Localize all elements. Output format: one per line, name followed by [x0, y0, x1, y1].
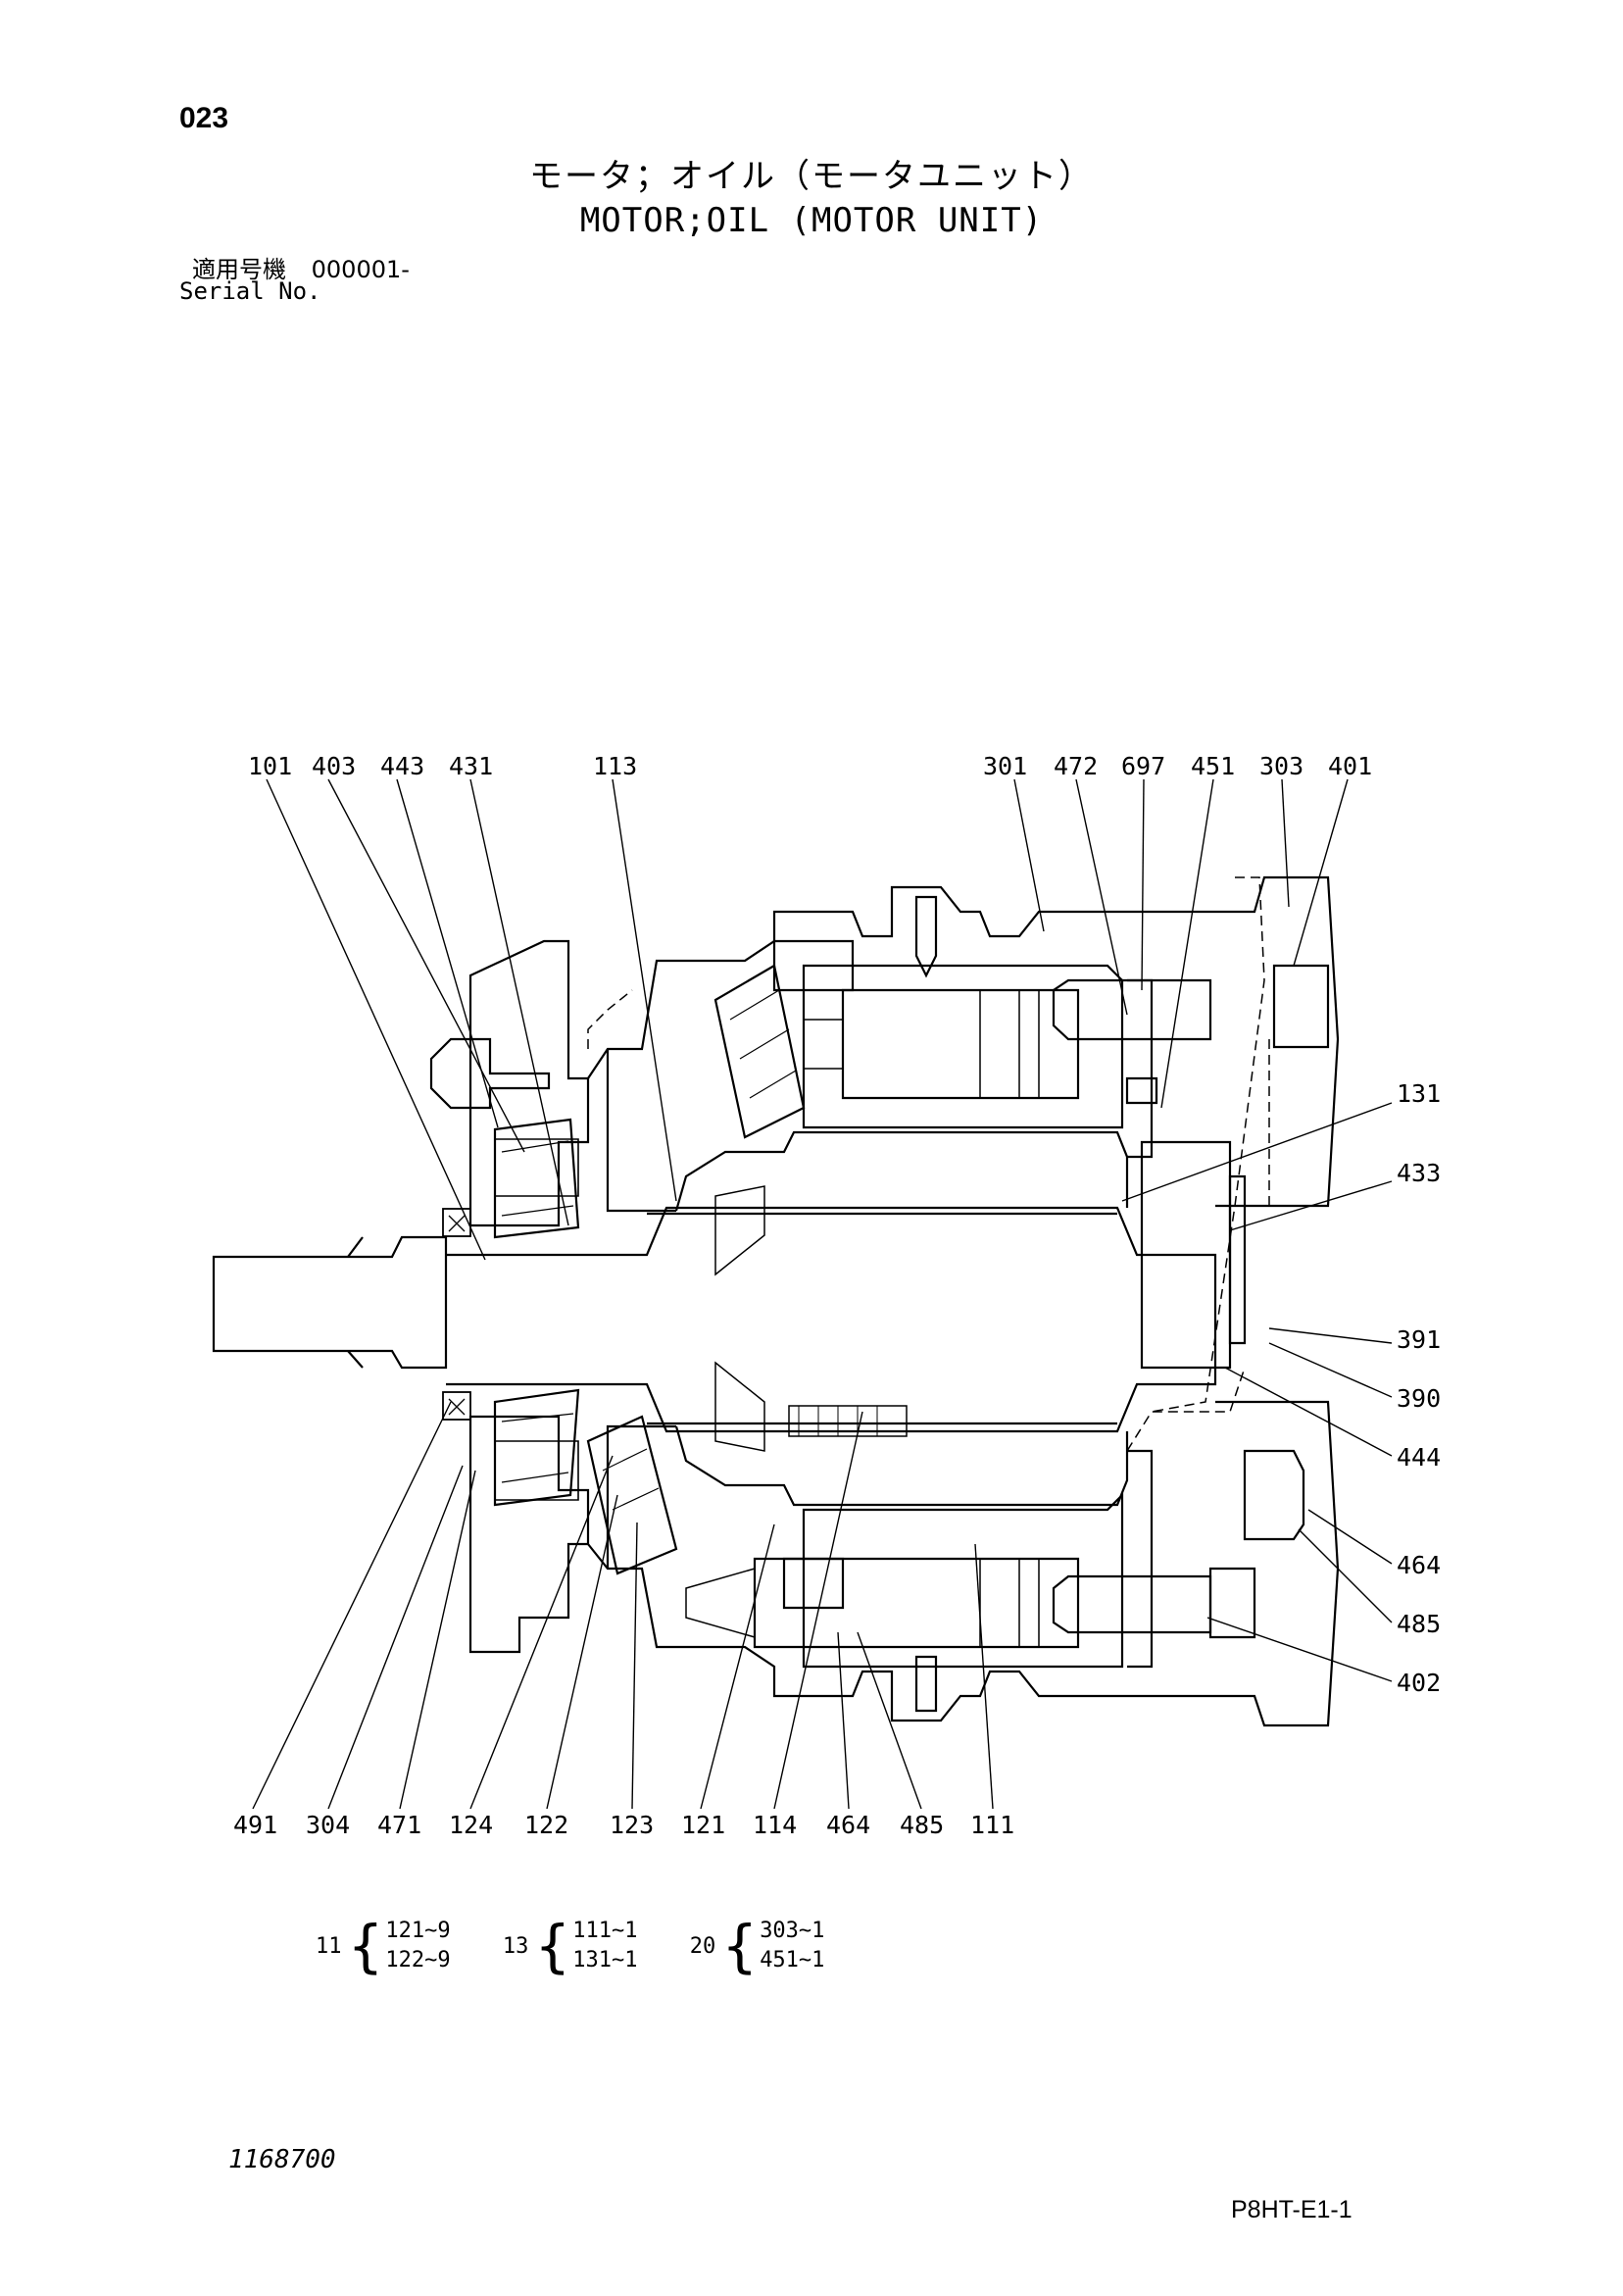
callout-label: 122: [524, 1811, 568, 1839]
callout-label: 111: [970, 1811, 1014, 1839]
callouts-right: 131 433 391 390 444 464 485 402: [1397, 1079, 1441, 1697]
callout-label: 472: [1054, 752, 1098, 780]
page-number: 023: [179, 102, 229, 134]
callout-label: 433: [1397, 1159, 1441, 1187]
brace-glyph: {: [347, 1913, 384, 1979]
set-items: 121~9 122~9: [385, 1917, 450, 1975]
serial-value: 000001-: [311, 256, 410, 283]
set-item: 111~1: [572, 1919, 638, 1943]
parts-set-list: 11 { 121~9 122~9 13 { 111~1 131~1 20 { 3…: [316, 1917, 863, 1975]
callout-label: 697: [1121, 752, 1165, 780]
callout-label: 401: [1328, 752, 1372, 780]
callout-label: 464: [826, 1811, 870, 1839]
callout-label: 304: [306, 1811, 350, 1839]
brace-glyph: {: [721, 1913, 759, 1979]
title-japanese: モータ；オイル（モータユニット）: [529, 157, 1094, 196]
brace-glyph: {: [534, 1913, 571, 1979]
callout-label: 390: [1397, 1384, 1441, 1413]
set-item: 303~1: [760, 1919, 825, 1943]
drawing-number: 1168700: [228, 2145, 336, 2174]
callout-label: 444: [1397, 1443, 1441, 1472]
callout-label: 114: [753, 1811, 797, 1839]
callout-label: 402: [1397, 1669, 1441, 1697]
callout-label: 403: [312, 752, 356, 780]
serial-label-jp: 適用号機: [192, 256, 286, 283]
leader-lines: [252, 778, 1393, 1810]
set-id: 13: [502, 1933, 529, 1959]
callout-label: 431: [449, 752, 493, 780]
serial-label-en: Serial No.: [179, 277, 321, 305]
callout-label: 101: [248, 752, 292, 780]
set-item: 121~9: [385, 1919, 451, 1943]
set-item: 131~1: [572, 1948, 638, 1972]
parts-set: 11 { 121~9 122~9: [316, 1917, 451, 1975]
set-item: 451~1: [760, 1948, 825, 1972]
callout-label: 123: [610, 1811, 654, 1839]
motor-body-outline: [212, 875, 1340, 1727]
callout-label: 391: [1397, 1325, 1441, 1354]
callout-label: 471: [377, 1811, 421, 1839]
callout-label: 485: [1397, 1610, 1441, 1638]
callout-label: 443: [380, 752, 424, 780]
callout-label: 464: [1397, 1551, 1441, 1579]
callout-label: 451: [1191, 752, 1235, 780]
callouts-bottom: 491 304 471 124 122 123 121 114 464 485 …: [233, 1811, 1014, 1839]
set-item: 122~9: [385, 1948, 451, 1972]
callout-label: 121: [681, 1811, 725, 1839]
title-english: MOTOR;OIL (MOTOR UNIT): [579, 201, 1044, 240]
callout-label: 113: [593, 752, 637, 780]
callout-label: 131: [1397, 1079, 1441, 1108]
callout-label: 124: [449, 1811, 493, 1839]
parts-set: 13 { 111~1 131~1: [503, 1917, 638, 1975]
set-items: 111~1 131~1: [572, 1917, 637, 1975]
callouts-top: 101 403 443 431 113 301 472 697 451 303 …: [248, 752, 1372, 780]
set-id: 20: [689, 1933, 716, 1959]
set-id: 11: [316, 1933, 342, 1959]
callout-label: 301: [983, 752, 1027, 780]
set-items: 303~1 451~1: [760, 1917, 824, 1975]
callout-label: 303: [1259, 752, 1303, 780]
model-code: P8HT-E1-1: [1231, 2196, 1352, 2223]
serial-applicability: 適用号機 000001-: [192, 250, 427, 284]
callout-label: 491: [233, 1811, 277, 1839]
callout-label: 485: [900, 1811, 944, 1839]
parts-set: 20 { 303~1 451~1: [690, 1917, 825, 1975]
